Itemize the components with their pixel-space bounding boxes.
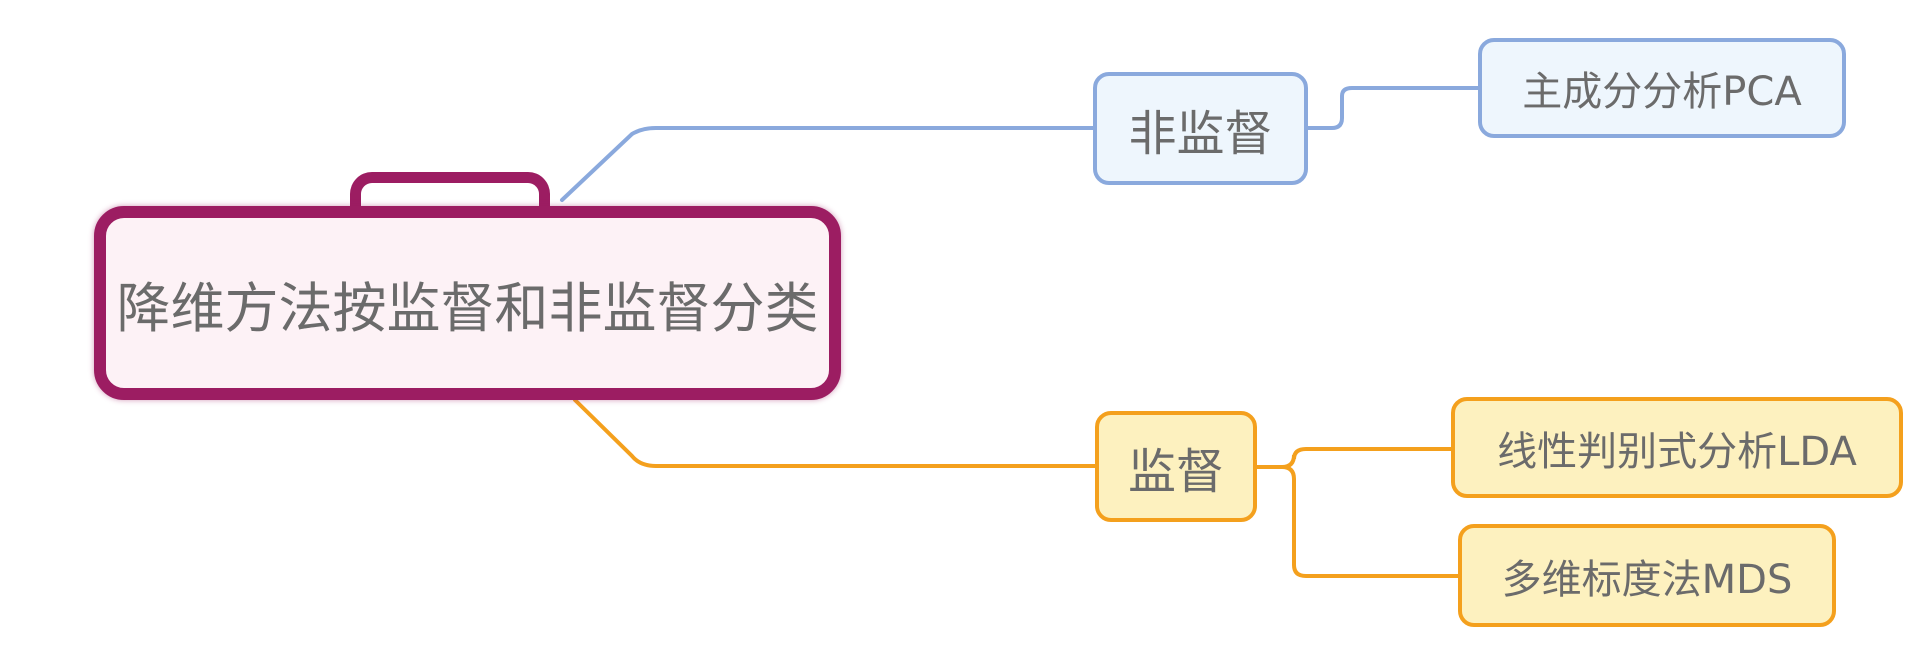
connector-supervised-to-mds xyxy=(1280,465,1462,578)
root-node[interactable]: 降维方法按监督和非监督分类 xyxy=(94,206,841,400)
leaf-node-lda[interactable]: 线性判别式分析LDA xyxy=(1451,397,1903,498)
branch-node-label: 非监督 xyxy=(1128,105,1273,162)
connector-unsupervised-to-pca xyxy=(1306,86,1482,130)
branch-node-supervised[interactable]: 监督 xyxy=(1095,411,1257,522)
connector-root-to-supervised xyxy=(573,398,1099,468)
connector-supervised-to-lda xyxy=(1255,447,1454,469)
leaf-node-label: 多维标度法MDS xyxy=(1501,556,1793,603)
branch-node-unsupervised[interactable]: 非监督 xyxy=(1093,72,1308,185)
leaf-node-mds[interactable]: 多维标度法MDS xyxy=(1458,524,1836,627)
leaf-node-label: 主成分分析PCA xyxy=(1522,69,1802,115)
leaf-node-label: 线性判别式分析LDA xyxy=(1497,428,1857,475)
root-node-label: 降维方法按监督和非监督分类 xyxy=(116,276,819,340)
branch-node-label: 监督 xyxy=(1127,443,1224,500)
leaf-node-pca[interactable]: 主成分分析PCA xyxy=(1478,38,1846,138)
connector-root-to-unsupervised xyxy=(560,126,1097,202)
